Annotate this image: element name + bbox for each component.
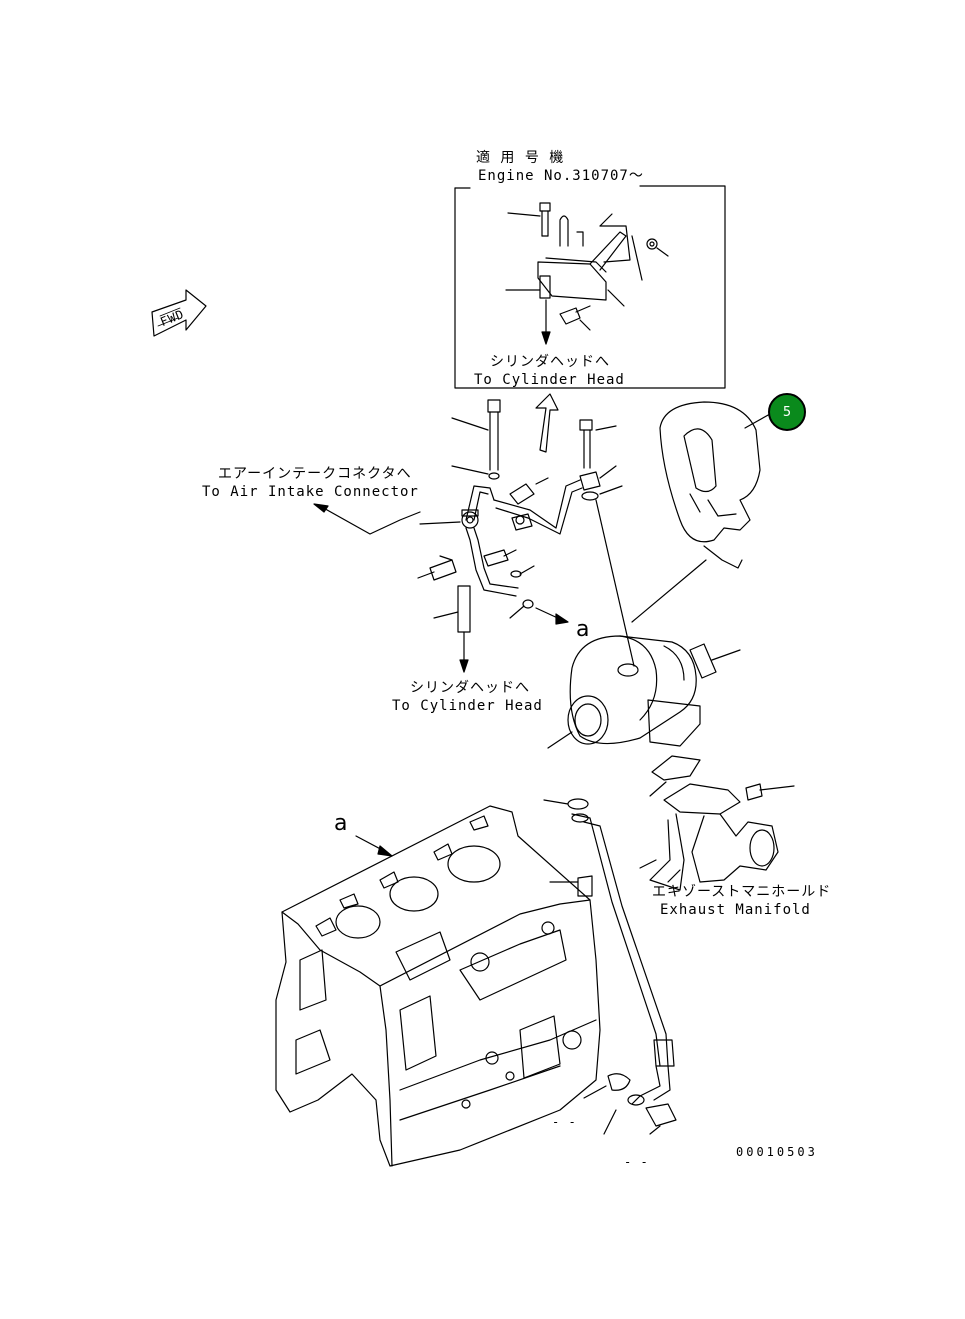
long-bolt	[451, 399, 501, 480]
document-number: 00010503	[736, 1145, 818, 1159]
inset-applicable-label: 適 用 号 機	[476, 150, 565, 166]
inset-engine-no: Engine No.310707～	[478, 168, 644, 184]
bolts-left	[417, 549, 569, 625]
to-head-jp: シリンダヘッドへ	[410, 680, 530, 696]
dash-label-1: - -	[552, 1115, 577, 1129]
oil-return-pipe	[543, 798, 677, 1135]
turbocharger	[547, 635, 741, 797]
inset-to-head-en: To Cylinder Head	[474, 372, 625, 388]
to-head-en: To Cylinder Head	[392, 698, 543, 714]
up-arrow	[535, 393, 559, 453]
ref-arrow-a	[355, 835, 393, 857]
exhaust-manifold	[639, 783, 795, 891]
ref-a-block: a	[334, 811, 348, 836]
exhaust-jp: エキゾーストマニホールド	[652, 884, 832, 900]
dash-label-2: - -	[624, 1155, 649, 1169]
banjo-connector	[313, 503, 533, 597]
oil-feed-pipe	[465, 419, 635, 667]
inset-box	[454, 185, 726, 389]
ref-a-top: a	[576, 617, 590, 642]
inset-to-head-jp: シリンダヘッドへ	[490, 354, 610, 370]
air-intake-jp: エアーインテークコネクタへ	[218, 466, 412, 482]
heat-shield	[631, 401, 771, 623]
cylinder-block	[275, 805, 601, 1167]
fwd-arrow-icon	[151, 289, 207, 337]
exhaust-en: Exhaust Manifold	[660, 902, 811, 918]
air-intake-en: To Air Intake Connector	[202, 484, 419, 500]
spacer-tube	[433, 585, 471, 673]
callout-5[interactable]: 5	[768, 393, 806, 431]
